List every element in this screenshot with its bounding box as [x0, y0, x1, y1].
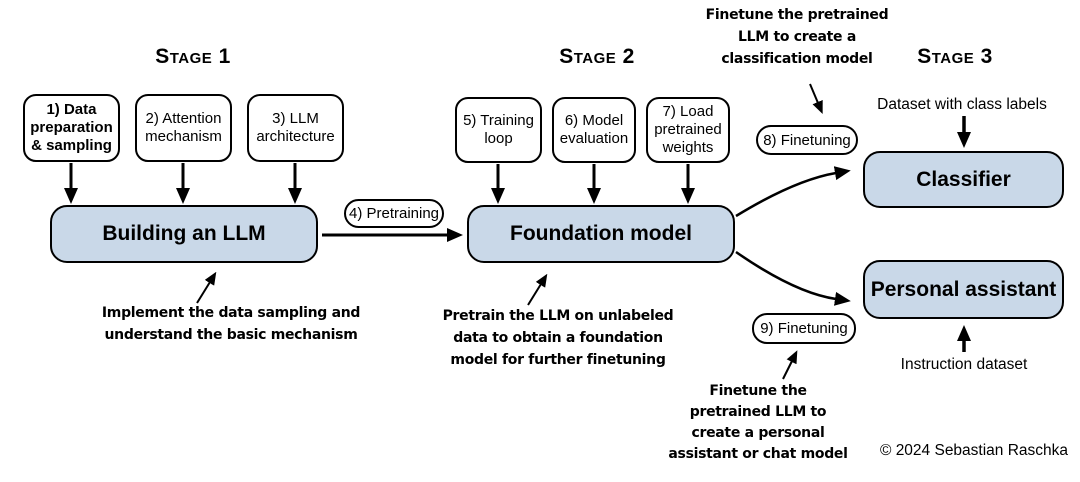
- step-box-model-evaluation: 6) Model evaluation: [552, 97, 636, 163]
- copyright-text: © 2024 Sebastian Raschka: [879, 442, 1069, 459]
- personal-assistant-box: Personal assistant: [863, 260, 1064, 319]
- arrow-note-implement: [196, 271, 217, 304]
- foundation-model-box: Foundation model: [467, 205, 735, 263]
- stage-1-heading: Stage 1: [155, 45, 231, 68]
- arrow-note-classification: [809, 83, 823, 115]
- step-box-data-preparation: 1) Data preparation & sampling: [23, 94, 120, 162]
- dataset-class-labels-text: Dataset with class labels: [877, 96, 1047, 113]
- step-box-llm-architecture: 3) LLM architecture: [247, 94, 344, 162]
- step-box-attention-mechanism: 2) Attention mechanism: [135, 94, 232, 162]
- step-box-training-loop: 5) Training loop: [455, 97, 542, 163]
- building-an-llm-box: Building an LLM: [50, 205, 318, 263]
- finetuning-9-pill: 9) Finetuning: [752, 313, 856, 344]
- note-finetune-assistant: Finetune the pretrained LLM to create a …: [668, 383, 848, 462]
- arrow-foundation-to-classifier: [735, 166, 851, 218]
- arrow-foundation-to-personal: [735, 250, 851, 306]
- arrow-note-assistant: [782, 350, 798, 380]
- finetuning-8-pill: 8) Finetuning: [756, 125, 858, 155]
- instruction-dataset-text: Instruction dataset: [900, 356, 1028, 373]
- note-implement-sampling: Implement the data sampling and understa…: [101, 305, 361, 343]
- classifier-box: Classifier: [863, 151, 1064, 208]
- arrow-note-pretrain: [527, 273, 548, 306]
- note-finetune-classification: Finetune the pretrained LLM to create a …: [705, 7, 889, 67]
- step-box-load-pretrained-weights: 7) Load pretrained weights: [646, 97, 730, 163]
- note-pretrain-unlabeled: Pretrain the LLM on unlabeled data to ob…: [442, 308, 674, 368]
- pretraining-pill: 4) Pretraining: [344, 199, 444, 228]
- stage-2-heading: Stage 2: [559, 45, 635, 68]
- stage-3-heading: Stage 3: [917, 45, 993, 68]
